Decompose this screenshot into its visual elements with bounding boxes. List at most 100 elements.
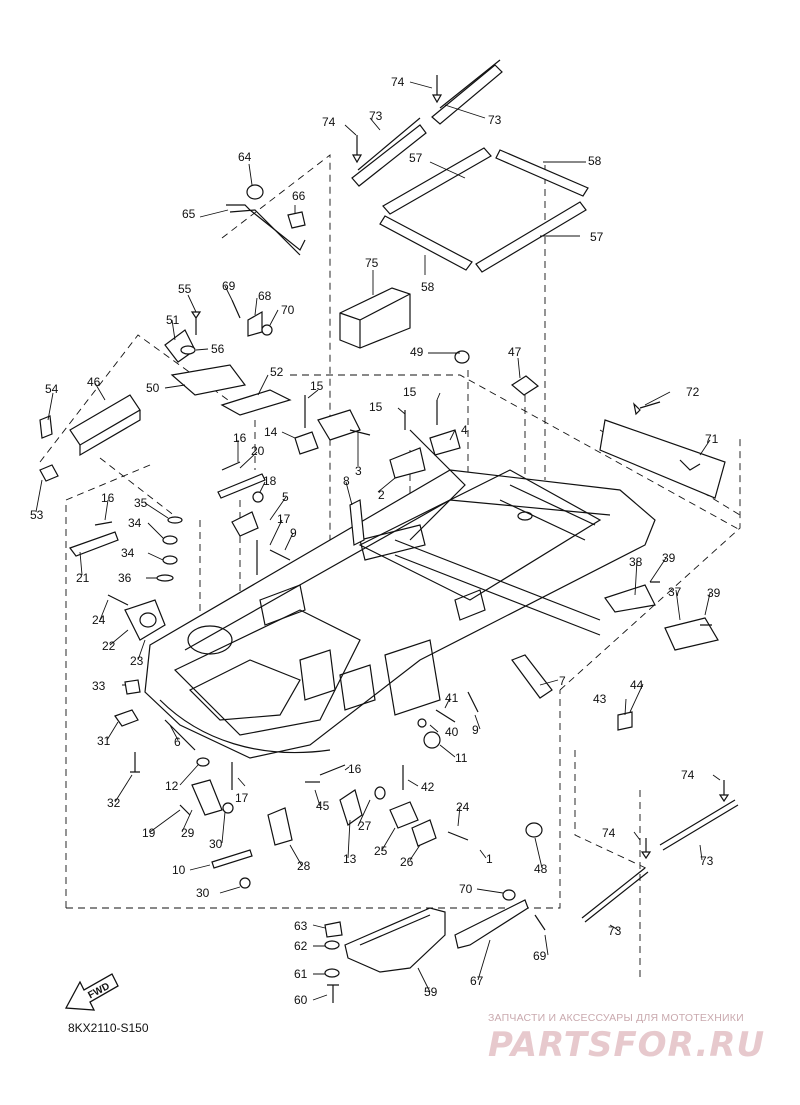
part-46-bracket [69, 394, 141, 457]
callout-10: 10 [172, 863, 186, 877]
part-67-strap [454, 899, 529, 949]
part-39-screws [650, 581, 712, 626]
part-73-cleat-right [659, 799, 739, 851]
part-43-44-nut [617, 711, 633, 731]
part-29-bracket [191, 779, 223, 816]
callout-26: 26 [400, 855, 414, 869]
callout-48: 48 [534, 862, 548, 876]
callout-33: 33 [92, 679, 106, 693]
part-62-washer [324, 940, 340, 950]
part-5-bracket [231, 511, 259, 537]
part-30-nut-b [239, 877, 251, 889]
part-36-spacer [156, 574, 174, 582]
part-74-rivet-right [718, 780, 730, 803]
callout-68: 68 [258, 289, 272, 303]
part-69-screw [231, 299, 241, 319]
fwd-label: FWD [86, 981, 111, 1001]
callout-6: 6 [174, 735, 181, 749]
part-25-mount [389, 801, 419, 829]
callout-58: 58 [588, 154, 602, 168]
callout-40: 40 [445, 725, 459, 739]
part-27-grommet [374, 786, 386, 800]
part-30-nut-a [222, 802, 234, 814]
part-73-cleat-bottom [581, 867, 649, 923]
callout-57: 57 [409, 151, 423, 165]
callout-24: 24 [456, 800, 470, 814]
callout-70: 70 [459, 882, 473, 896]
callout-66: 66 [292, 189, 306, 203]
part-8-bracket [349, 499, 365, 546]
callout-47: 47 [508, 345, 522, 359]
watermark-caption: ЗАПЧАСТИ И АКСЕССУАРЫ ДЛЯ МОТОТЕХНИКИ [488, 1012, 744, 1024]
part-22-23-mount [124, 599, 166, 641]
callout-71: 71 [705, 432, 719, 446]
callout-64: 64 [238, 150, 252, 164]
callout-28: 28 [297, 859, 311, 873]
callout-73: 73 [700, 854, 714, 868]
callout-34: 34 [128, 516, 142, 530]
callout-11: 11 [455, 751, 468, 765]
part-54-plate [39, 415, 53, 439]
part-59-bracket [344, 907, 446, 973]
callout-29: 29 [181, 826, 195, 840]
callout-42: 42 [421, 780, 435, 794]
callout-41: 41 [445, 691, 459, 705]
part-20-strip [217, 473, 266, 499]
leader-lines [35, 81, 721, 1001]
callout-34: 34 [121, 546, 135, 560]
callout-62: 62 [294, 939, 308, 953]
callout-27: 27 [358, 819, 372, 833]
callout-54: 54 [45, 382, 59, 396]
callout-30: 30 [209, 837, 223, 851]
callout-52: 52 [270, 365, 284, 379]
part-11-40-41 [417, 709, 456, 749]
callout-39: 39 [707, 586, 721, 600]
callout-73: 73 [608, 924, 622, 938]
part-49-grommet [454, 350, 470, 364]
part-47-plate [510, 375, 540, 396]
part-24-screw-b [447, 831, 469, 841]
callout-63: 63 [294, 919, 308, 933]
callout-73: 73 [488, 113, 502, 127]
part-70-nut [261, 324, 273, 336]
callout-45: 45 [316, 799, 330, 813]
watermark-logo: PARTSFOR.RU [488, 1025, 766, 1065]
callout-38: 38 [629, 555, 643, 569]
callout-74: 74 [322, 115, 336, 129]
part-35-washer [167, 516, 183, 524]
callout-51: 51 [166, 313, 180, 327]
part-12-spacer [196, 757, 210, 767]
part-55-bolt [190, 311, 202, 335]
callout-46: 46 [87, 375, 101, 389]
part-10-strip [211, 849, 253, 869]
part-26-mount [411, 819, 437, 847]
callout-74: 74 [602, 826, 616, 840]
callout-60: 60 [294, 993, 308, 1007]
part-61-washer [324, 968, 340, 978]
callout-24: 24 [92, 613, 106, 627]
dash-outline-upper [290, 374, 741, 531]
callout-1: 1 [486, 852, 493, 866]
part-50-51-52-brackets [164, 329, 292, 416]
part-37-38-brackets [604, 584, 719, 651]
callout-20: 20 [251, 444, 265, 458]
part-63-nut [324, 921, 343, 938]
part-72-rivet [633, 401, 661, 416]
part-19-bolt [179, 804, 191, 816]
callout-44: 44 [630, 678, 644, 692]
part-21-strap [69, 531, 119, 557]
callout-15: 15 [403, 385, 417, 399]
callout-74: 74 [681, 768, 695, 782]
callout-5: 5 [282, 490, 289, 504]
callout-50: 50 [146, 381, 160, 395]
dash-outline-left [39, 334, 236, 521]
callout-17: 17 [235, 791, 249, 805]
callout-3: 3 [355, 464, 362, 478]
part-9-screw-b [467, 691, 479, 713]
part-64-65-66-rod [226, 184, 306, 256]
callout-25: 25 [374, 844, 388, 858]
callout-19: 19 [142, 826, 156, 840]
part-75-pad [339, 287, 411, 349]
callout-49: 49 [410, 345, 424, 359]
